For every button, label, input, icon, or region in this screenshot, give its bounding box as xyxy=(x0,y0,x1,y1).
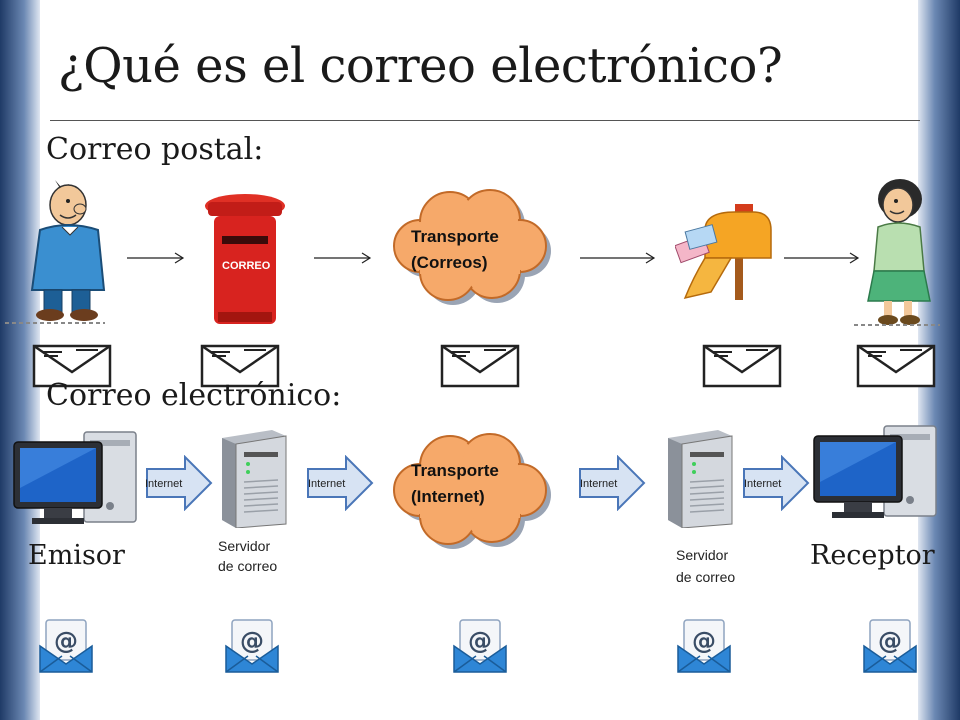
server-icon-left xyxy=(222,430,287,528)
email-icon-4: @ xyxy=(677,619,731,673)
mailbox-red-icon xyxy=(205,194,285,324)
slide-title: ¿Qué es el correo electrónico? xyxy=(58,38,783,94)
envelope-icon-3 xyxy=(440,344,520,388)
envelope-icon-5 xyxy=(856,344,936,388)
email-icon-2: @ xyxy=(225,619,279,673)
svg-text:@: @ xyxy=(468,627,492,655)
receiver-computer-icon xyxy=(813,425,937,518)
email-icon-3: @ xyxy=(453,619,507,673)
svg-text:@: @ xyxy=(240,627,264,655)
svg-text:@: @ xyxy=(692,627,716,655)
home-mailbox-icon xyxy=(675,204,772,300)
arrow-2 xyxy=(314,252,372,264)
internet-arrow-2 xyxy=(307,455,374,511)
receiver-label: Receptor xyxy=(810,540,935,571)
cloud-internet-line1: Transporte xyxy=(411,461,499,480)
server-icon-right xyxy=(668,430,733,528)
cloud-postal-line1: Transporte xyxy=(411,227,499,246)
transport-cloud-postal xyxy=(393,189,551,305)
title-divider xyxy=(50,120,920,121)
electronic-section-label: Correo electrónico: xyxy=(46,378,342,413)
transport-cloud-internet xyxy=(393,433,551,549)
postal-section-label: Correo postal: xyxy=(46,132,264,167)
envelope-icon-1 xyxy=(32,344,112,388)
internet-label-3: Internet xyxy=(580,478,618,490)
receiver-woman-icon xyxy=(854,179,940,326)
svg-text:@: @ xyxy=(878,627,902,655)
arrow-1 xyxy=(127,252,185,264)
internet-arrow-1 xyxy=(146,455,213,511)
internet-arrow-4 xyxy=(743,455,810,511)
server-left-line2: de correo xyxy=(218,558,278,574)
cloud-postal-line2: (Correos) xyxy=(411,253,488,272)
cloud-internet-line2: (Internet) xyxy=(411,487,485,506)
svg-text:@: @ xyxy=(54,627,78,655)
server-left-line1: Servidor xyxy=(218,538,271,554)
email-icon-5: @ xyxy=(863,619,917,673)
mailbox-text: CORREO xyxy=(222,260,271,272)
arrow-3 xyxy=(580,252,656,264)
internet-label-4: Internet xyxy=(744,478,782,490)
envelope-icon-2 xyxy=(200,344,280,388)
internet-label-2: Internet xyxy=(308,478,346,490)
email-icon-1: @ xyxy=(39,619,93,673)
sender-computer-icon xyxy=(13,431,137,524)
server-right-line1: Servidor xyxy=(676,547,729,563)
internet-arrow-3 xyxy=(579,455,646,511)
internet-label-1: Internet xyxy=(145,478,183,490)
server-right-line2: de correo xyxy=(676,569,736,585)
arrow-4 xyxy=(784,252,860,264)
sender-man-icon xyxy=(5,180,106,324)
sender-label: Emisor xyxy=(28,540,125,571)
envelope-icon-4 xyxy=(702,344,782,388)
